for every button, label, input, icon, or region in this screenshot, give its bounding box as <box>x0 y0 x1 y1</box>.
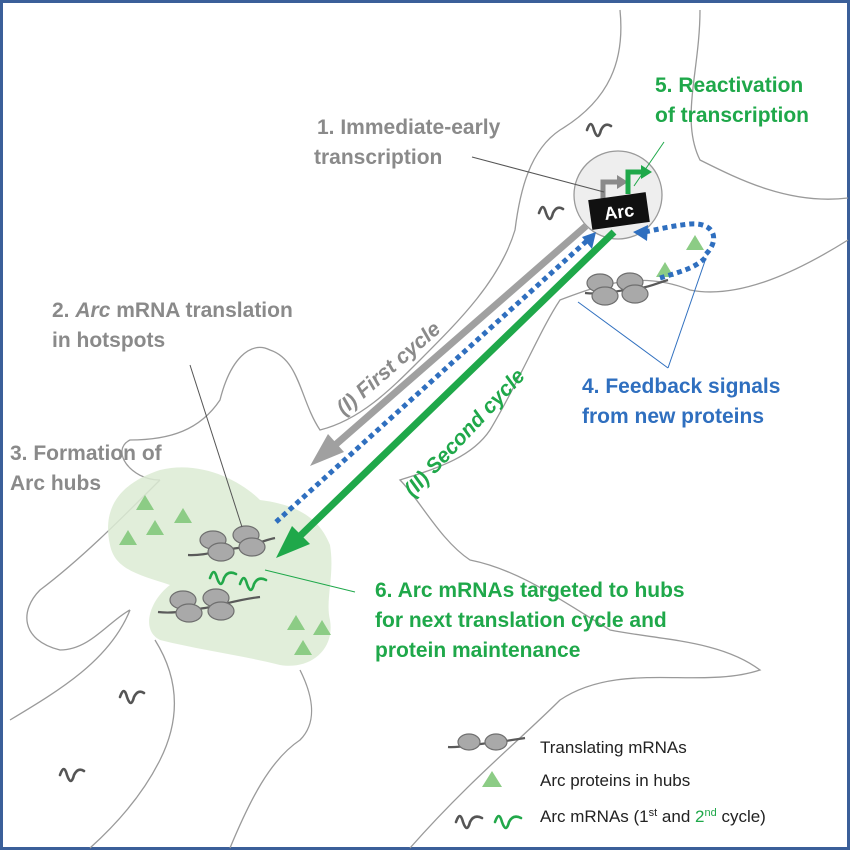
legend-st: st <box>649 807 658 819</box>
step6-line3: protein maintenance <box>375 639 580 662</box>
step4-line2: from new proteins <box>582 405 764 428</box>
arc-gene-label: Arc <box>603 200 636 224</box>
feedback-arrow <box>274 221 717 524</box>
leader-lines <box>189 141 707 593</box>
legend-translating-icon <box>447 733 526 751</box>
legend-suffix: cycle) <box>717 807 766 826</box>
step2-italic: Arc <box>74 299 110 322</box>
step3-line2: Arc hubs <box>10 472 101 495</box>
step1-line1: 1. Immediate-early <box>317 116 501 139</box>
step2-rest: mRNA translation <box>110 299 292 322</box>
legend-mrna-icons <box>454 814 523 830</box>
legend-translating-label: Translating mRNAs <box>540 738 687 757</box>
legend-protein-icon <box>482 771 502 787</box>
transcription-arrows <box>600 165 652 200</box>
step5-line1: 5. Reactivation <box>655 74 803 97</box>
legend-proteins-label: Arc proteins in hubs <box>540 771 690 790</box>
feedback-arrowhead-2 <box>633 225 648 241</box>
step1-line2: transcription <box>314 146 442 169</box>
step2-prefix: 2. <box>52 299 75 322</box>
translating-mrnas <box>157 272 669 623</box>
arc-mrnas <box>58 122 613 783</box>
step3-line1: 3. Formation of <box>10 442 163 465</box>
legend-mrnas-prefix: Arc mRNAs (1 <box>540 807 649 826</box>
step2-line2: in hotspots <box>52 329 165 352</box>
legend-mrnas-label: Arc mRNAs (1st and 2nd cycle) <box>540 807 766 826</box>
arc-hubs <box>108 467 332 666</box>
legend-nd: nd <box>704 807 716 819</box>
first-cycle-arrow <box>310 223 589 466</box>
legend-second-num: 2 <box>695 807 704 826</box>
step5-line2: of transcription <box>655 104 809 127</box>
second-cycle-arrow <box>276 229 617 558</box>
step6-line1: 6. Arc mRNAs targeted to hubs <box>375 579 685 602</box>
step6-line2: for next translation cycle and <box>375 609 667 632</box>
step4-line1: 4. Feedback signals <box>582 375 780 398</box>
arc-gene-box: Arc <box>588 192 650 230</box>
arc-proteins <box>119 235 704 655</box>
legend: Translating mRNAs Arc proteins in hubs A… <box>447 733 766 830</box>
feedback-arrowhead-1 <box>582 232 596 249</box>
legend-and: and <box>657 807 695 826</box>
step2-line1: 2. Arc mRNA translation <box>52 299 293 322</box>
